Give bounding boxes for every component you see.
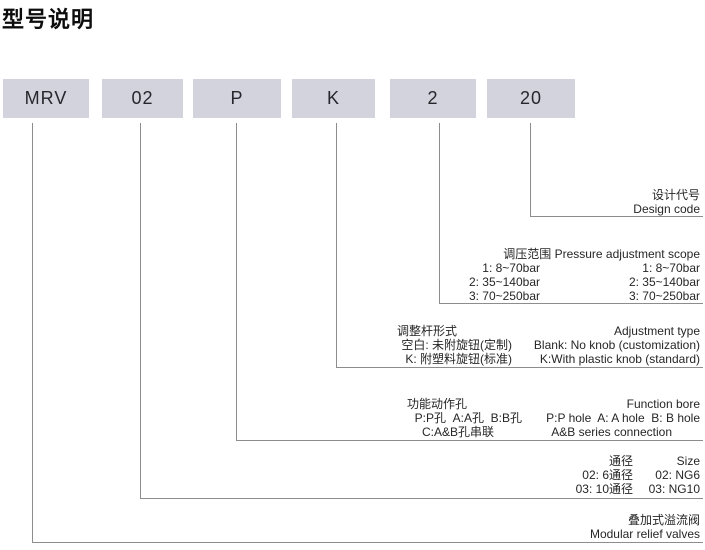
model-box-2: 2 xyxy=(390,79,476,118)
connector-mrv xyxy=(32,123,703,543)
product-name-en: Modular relief valves xyxy=(589,527,700,541)
page-title: 型号说明 xyxy=(2,7,95,32)
function-bore-row: C:A&B孔串联 A&B series connection xyxy=(421,425,672,439)
size-row: 03: 10通径 03: NG10 xyxy=(575,482,700,496)
adjustment-type-header: 调整杆形式 Adjustment type xyxy=(396,324,700,338)
adjustment-type-row: K: 附塑料旋钮(标准) K:With plastic knob (standa… xyxy=(405,352,700,366)
connector-k xyxy=(336,123,703,368)
function-bore-header: 功能动作孔 Function bore xyxy=(406,397,700,411)
model-box-mrv: MRV xyxy=(3,79,89,118)
annotation-product-name: 叠加式溢流阀 Modular relief valves xyxy=(590,513,700,541)
size-row: 02: 6通径 02: NG6 xyxy=(582,468,700,482)
connector-2 xyxy=(439,123,703,304)
pressure-scope-row: 2: 35~140bar 2: 35~140bar xyxy=(468,275,700,289)
design-code-label-cn: 设计代号 xyxy=(651,188,700,202)
model-box-20: 20 xyxy=(487,79,575,118)
model-box-k: K xyxy=(292,79,375,118)
product-name-cn: 叠加式溢流阀 xyxy=(627,513,700,527)
connector-02 xyxy=(140,123,703,499)
pressure-scope-row: 3: 70~250bar 3: 70~250bar xyxy=(468,289,700,303)
annotation-design-code: 设计代号 Design code xyxy=(633,188,700,216)
annotation-pressure-scope: 调压范围 Pressure adjustment scope 1: 8~70ba… xyxy=(410,247,700,303)
connector-p xyxy=(236,123,703,441)
annotation-adjustment-type: 调整杆形式 Adjustment type 空白: 未附旋钮(定制) Blank… xyxy=(332,324,700,366)
annotation-function-bore: 功能动作孔 Function bore P:P孔 A:A孔 B:B孔 P:P h… xyxy=(395,397,700,439)
size-header: 通径 Size xyxy=(608,454,700,468)
connector-20 xyxy=(530,123,703,217)
adjustment-type-row: 空白: 未附旋钮(定制) Blank: No knob (customizati… xyxy=(401,338,700,352)
annotation-size: 通径 Size 02: 6通径 02: NG6 03: 10通径 03: NG1… xyxy=(500,454,700,496)
model-box-02: 02 xyxy=(102,79,183,118)
function-bore-row: P:P孔 A:A孔 B:B孔 P:P hole A: A hole B: B h… xyxy=(414,411,700,425)
design-code-label-en: Design code xyxy=(633,202,700,216)
pressure-scope-row: 1: 8~70bar 1: 8~70bar xyxy=(482,261,700,275)
pressure-scope-header: 调压范围 Pressure adjustment scope xyxy=(503,247,700,261)
model-box-p: P xyxy=(193,79,281,118)
